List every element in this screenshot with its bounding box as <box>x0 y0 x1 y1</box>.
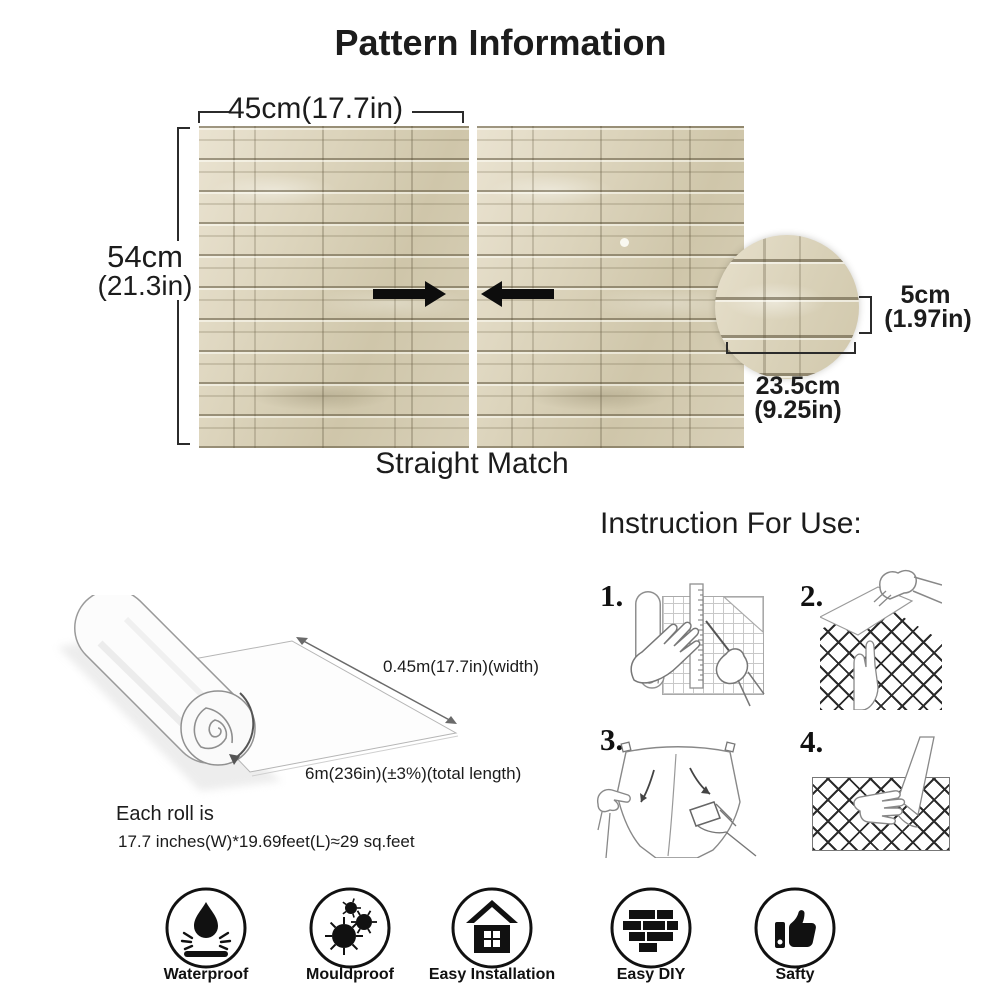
highlight-dot <box>620 238 629 247</box>
brick-width-bracket <box>726 352 856 354</box>
page-title: Pattern Information <box>334 22 667 63</box>
easy-installation-icon <box>451 887 533 969</box>
step-2-illustration <box>820 565 942 710</box>
height-dim-tick-bottom <box>177 443 190 445</box>
panel-height-label-in: (21.3in) <box>70 271 220 300</box>
roll-spec-label: 17.7 inches(W)*19.69feet(L)≈29 sq.feet <box>118 832 415 851</box>
step-4-number: 4. <box>800 724 824 759</box>
easy-diy-icon <box>610 887 692 969</box>
feature-easy-diy-label: Easy DIY <box>616 966 686 983</box>
brick-width-bracket-tick-right <box>854 342 856 354</box>
thumbs-up-icon <box>754 887 836 969</box>
zoom-detail-circle <box>715 235 859 379</box>
each-roll-label: Each roll is <box>116 803 214 825</box>
panel-height-label-cm: 54cm <box>70 240 220 274</box>
instructions-title: Instruction For Use: <box>600 507 862 540</box>
brick-height-label-cm: 5cm <box>900 281 951 309</box>
brick-width-bracket-tick-left <box>726 342 728 354</box>
brick-width-label-cm: 23.5cm <box>755 372 841 400</box>
match-arrow-left-icon <box>481 281 554 307</box>
step-1-illustration <box>626 568 774 708</box>
height-dim-tick-top <box>177 127 190 129</box>
brick-width-label-in: (9.25in) <box>754 396 842 424</box>
brick-height-label-in: (1.97in) <box>884 305 972 333</box>
brick-height-bracket <box>870 296 872 334</box>
feature-safty-label: Safty <box>775 966 815 983</box>
match-arrow-right-icon <box>373 281 446 307</box>
brick-height-bracket-tick-bottom <box>859 332 872 334</box>
roll-width-label: 0.45m(17.7in)(width) <box>383 657 539 676</box>
mouldproof-icon <box>309 887 391 969</box>
step-1-number: 1. <box>600 578 624 613</box>
brick-height-bracket-tick-top <box>859 296 872 298</box>
feature-easy-installation-label: Easy Installation <box>428 966 556 983</box>
peel-backing-illustration <box>820 569 942 710</box>
step-2-number: 2. <box>800 578 824 613</box>
measure-cut-illustration <box>630 583 765 707</box>
feature-mouldproof-label: Mouldproof <box>306 966 394 983</box>
step-4-illustration <box>802 735 952 857</box>
feature-waterproof-label: Waterproof <box>163 966 249 983</box>
roll-length-label: 6m(236in)(±3%)(total length) <box>305 764 522 783</box>
apply-smooth-illustration <box>597 741 757 858</box>
match-type-label: Straight Match <box>375 447 569 480</box>
wallpaper-roll-illustration <box>58 595 459 791</box>
wallpaper-panel-right <box>477 126 744 448</box>
panel-width-label: 45cm(17.7in) <box>228 92 404 125</box>
wallpaper-panel-left <box>199 126 469 448</box>
press-flat-illustration <box>853 736 935 828</box>
width-dim-line-left <box>198 111 229 113</box>
step-3-illustration <box>596 740 761 858</box>
width-dim-tick-left <box>198 111 200 123</box>
waterproof-icon <box>165 887 247 969</box>
step-3-number: 3. <box>600 722 624 757</box>
width-dim-line-right <box>412 111 464 113</box>
width-dim-tick-right <box>462 111 464 123</box>
